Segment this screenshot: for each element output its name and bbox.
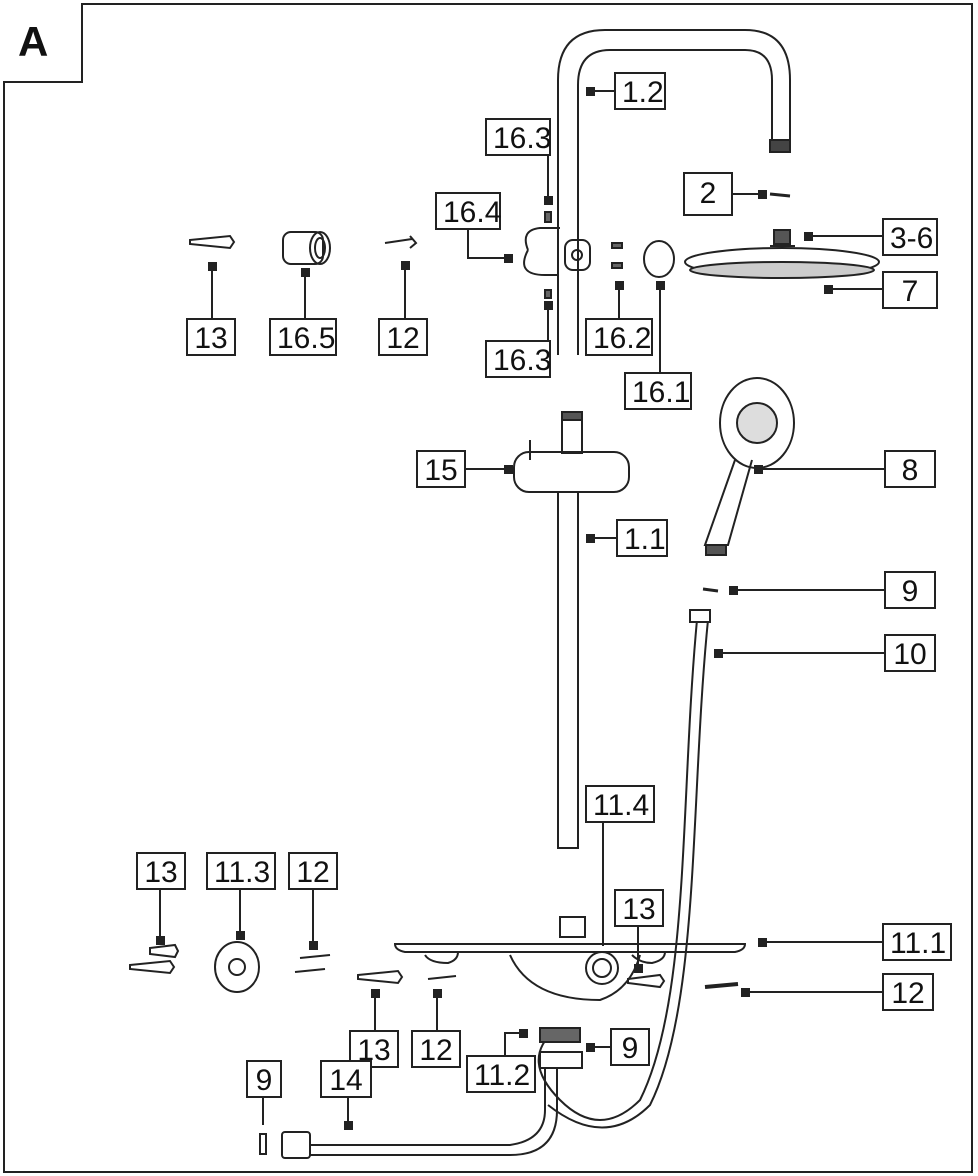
upper-riser-pipe <box>557 29 791 355</box>
screw-mid <box>427 975 457 980</box>
set-screw-top <box>544 211 552 223</box>
wall-disk <box>214 941 260 993</box>
screw-right <box>704 982 739 989</box>
label-9-bottom: 9 <box>246 1060 282 1098</box>
dowel-right <box>627 973 666 989</box>
label-11-4: 11.4 <box>585 785 655 823</box>
label-8: 8 <box>884 450 936 488</box>
lower-riser-pipe <box>557 492 579 849</box>
connection-hose <box>310 1068 558 1156</box>
label-13-left: 13 <box>136 852 186 890</box>
connection-nut <box>539 1027 581 1043</box>
label-9-mid: 9 <box>610 1028 650 1066</box>
washer-9-bottom <box>259 1133 267 1155</box>
label-16-2: 16.2 <box>585 318 653 356</box>
label-10: 10 <box>884 634 936 672</box>
label-16-5: 16.5 <box>269 318 337 356</box>
label-11-2: 11.2 <box>466 1055 536 1093</box>
connection-fitting <box>539 1051 583 1069</box>
label-16-3-top: 16.3 <box>485 118 551 156</box>
label-11-3: 11.3 <box>206 852 276 890</box>
label-13-top: 13 <box>186 318 236 356</box>
dowel-left-2 <box>129 959 176 975</box>
small-screw-1 <box>611 242 623 249</box>
label-7: 7 <box>882 271 938 309</box>
small-screw-2 <box>611 262 623 269</box>
label-12-mid: 12 <box>411 1030 461 1068</box>
slider <box>513 411 630 493</box>
hose-nut <box>281 1131 311 1159</box>
label-1-1: 1.1 <box>616 519 668 557</box>
label-16-1: 16.1 <box>624 372 692 410</box>
label-1-2: 1.2 <box>614 72 666 110</box>
label-11-1: 11.1 <box>882 923 952 961</box>
label-2: 2 <box>683 172 733 216</box>
thermostat-shelf <box>393 916 747 1002</box>
dowel-top <box>189 234 236 250</box>
set-screw-bottom <box>544 289 552 299</box>
washer-top <box>769 192 791 198</box>
cover-cap <box>643 240 675 278</box>
riser-thread <box>769 139 791 153</box>
label-9-top: 9 <box>884 571 936 609</box>
washer-9 <box>702 587 719 593</box>
bracket-clamp <box>564 239 591 271</box>
label-12-right: 12 <box>882 973 934 1011</box>
hand-shower <box>703 377 795 556</box>
dowel-mid <box>357 969 404 985</box>
screw-left-1 <box>299 954 331 959</box>
label-16-3-bottom: 16.3 <box>485 340 551 378</box>
label-12-top: 12 <box>378 318 428 356</box>
diagram-frame <box>3 3 973 1173</box>
rain-shower-head <box>684 229 880 279</box>
label-16-4: 16.4 <box>435 192 501 230</box>
label-14: 14 <box>320 1060 372 1098</box>
adapter <box>282 231 331 265</box>
dowel-left-1 <box>149 943 180 959</box>
label-15: 15 <box>416 450 466 488</box>
section-letter: A <box>18 18 49 65</box>
label-12-left: 12 <box>288 852 338 890</box>
label-13-right: 13 <box>614 889 664 927</box>
screw-left-2 <box>294 968 326 973</box>
screw-top <box>384 235 418 249</box>
label-3-6: 3-6 <box>882 218 938 256</box>
wall-bracket <box>523 227 560 276</box>
